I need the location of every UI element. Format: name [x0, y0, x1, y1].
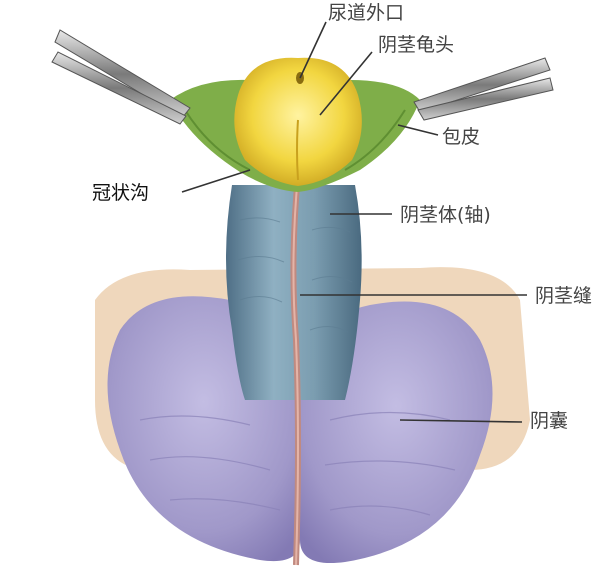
- leader-scrotum: [399, 419, 523, 423]
- leader-urethral-opening: [299, 21, 327, 79]
- shaft-texture: [237, 217, 353, 333]
- scrotum-wrinkles: [139, 411, 456, 516]
- label-shaft: 阴茎体(轴): [400, 204, 491, 226]
- label-foreskin: 包皮: [442, 126, 481, 148]
- leader-foreskin: [397, 124, 439, 136]
- leader-corona: [181, 169, 251, 193]
- label-corona: 冠状沟: [92, 182, 150, 204]
- leader-lines: [181, 21, 527, 423]
- label-glans: 阴茎龟头: [378, 34, 455, 56]
- leader-glans: [319, 51, 373, 116]
- forceps-left: [51, 29, 191, 125]
- label-scrotum: 阴囊: [530, 410, 569, 432]
- label-urethral-opening: 尿道外口: [328, 2, 405, 24]
- forceps-right: [413, 57, 554, 121]
- label-raphe: 阴茎缝: [535, 285, 593, 307]
